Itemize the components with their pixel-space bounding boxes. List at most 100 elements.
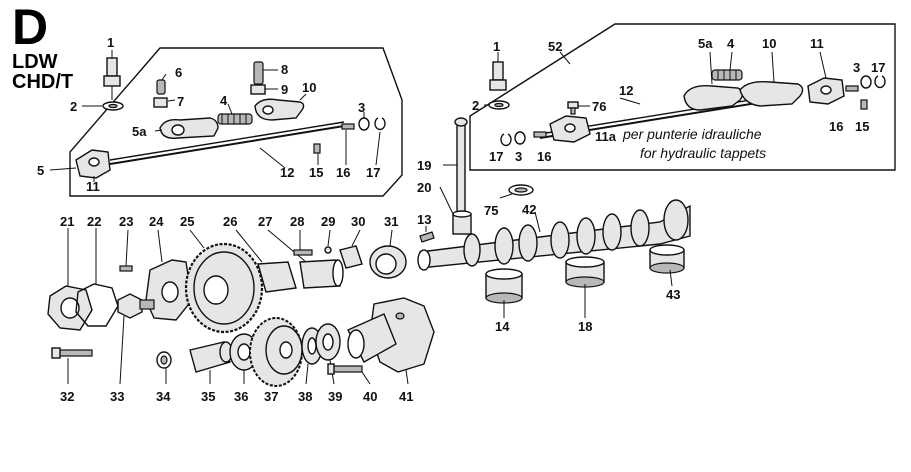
bushing-43 [649, 244, 685, 287]
bolt-1-left [103, 50, 121, 87]
ball-29 [324, 246, 332, 254]
callout-6: 6 [175, 65, 183, 80]
callout-11-right: 11 [810, 36, 824, 51]
callout-11-left: 11 [86, 179, 100, 194]
callout-29: 29 [321, 214, 336, 229]
callout-1-right: 1 [493, 39, 501, 54]
callout-75: 75 [484, 203, 499, 218]
callout-14: 14 [495, 319, 510, 334]
callout-43: 43 [666, 287, 681, 302]
callout-76: 76 [592, 99, 607, 114]
model-line-2: CHD/T [12, 71, 74, 93]
callout-33: 33 [110, 389, 125, 404]
note-english: for hydraulic tappets [640, 145, 767, 161]
callout-40: 40 [363, 389, 378, 404]
screw-32 [57, 349, 93, 357]
callout-8: 8 [281, 62, 289, 77]
callout-37: 37 [264, 389, 279, 404]
callout-13: 13 [417, 212, 432, 227]
callout-16-left: 16 [336, 165, 351, 180]
shaft-35 [189, 341, 233, 384]
rocker-arm-10-left [254, 98, 305, 121]
callout-4-left: 4 [220, 93, 228, 108]
callout-3-lower: 3 [515, 149, 523, 164]
callout-5: 5 [37, 163, 45, 178]
callout-15-left: 15 [309, 165, 324, 180]
bushing-18 [565, 256, 605, 318]
screw-15-right [860, 99, 868, 110]
screw-40 [331, 365, 363, 373]
bearing-31 [369, 229, 407, 279]
callout-17-lower: 17 [489, 149, 504, 164]
ring-17-right [874, 75, 886, 89]
callout-25: 25 [180, 214, 195, 229]
washer-3-right [860, 75, 872, 89]
rocker-shaft-12-left [109, 125, 345, 165]
gear-37 [249, 317, 303, 387]
callout-5a-left: 5a [132, 124, 147, 139]
callout-12-right: 12 [619, 83, 634, 98]
callout-15-right: 15 [855, 119, 870, 134]
callout-7: 7 [177, 94, 185, 109]
callout-32: 32 [60, 389, 75, 404]
screw-28 [293, 249, 313, 256]
pin-16-left [341, 123, 355, 130]
camshaft-42 [417, 199, 691, 271]
callout-17-left: 17 [366, 165, 381, 180]
callout-20: 20 [417, 180, 432, 195]
callout-30: 30 [351, 214, 366, 229]
screw-8 [253, 61, 264, 85]
callout-22: 22 [87, 214, 102, 229]
screw-15-left [313, 143, 321, 154]
spring-4-left [217, 103, 253, 125]
left-group-frame [69, 47, 403, 197]
callout-1-left: 1 [107, 35, 115, 50]
model-line-1: LDW [12, 51, 58, 73]
gasket-22 [75, 283, 119, 327]
push-rod-19 [456, 123, 466, 225]
callout-36: 36 [234, 389, 249, 404]
screw-23 [119, 265, 133, 272]
bushing-14 [485, 268, 523, 318]
section-letter: D [12, 0, 49, 55]
callout-26: 26 [223, 214, 238, 229]
pin-16-lower [533, 131, 547, 138]
callout-2-left: 2 [70, 99, 78, 114]
nut-7 [153, 97, 168, 108]
callout-18: 18 [578, 319, 593, 334]
ring-17-left [374, 117, 386, 131]
key-13 [419, 231, 435, 243]
callout-34: 34 [156, 389, 171, 404]
callout-3-right: 3 [853, 60, 861, 75]
sleeve-26 [235, 229, 297, 293]
bolt-1-right [492, 61, 504, 81]
callout-10-left: 10 [302, 80, 317, 95]
washer-3-left [358, 117, 370, 131]
callout-41: 41 [399, 389, 414, 404]
right-group-frame [469, 23, 896, 171]
callout-3-left: 3 [358, 100, 366, 115]
pin-16-right [845, 85, 859, 92]
ring-17-lower [500, 133, 512, 147]
callout-27: 27 [258, 214, 273, 229]
callout-39: 39 [328, 389, 343, 404]
rocker-arm-5a [159, 117, 219, 139]
spring-4-right [711, 69, 743, 81]
callout-16-right: 16 [829, 119, 844, 134]
plate-30 [339, 245, 363, 269]
callout-10-right: 10 [762, 36, 777, 51]
callout-42: 42 [522, 202, 537, 217]
nut-9 [250, 84, 266, 95]
rocker-arm-10-right [739, 80, 804, 107]
callout-4-right: 4 [727, 36, 735, 51]
callout-21: 21 [60, 214, 75, 229]
callout-23: 23 [119, 214, 134, 229]
bolt-33 [117, 293, 155, 385]
callout-17-right: 17 [871, 60, 886, 75]
callout-12-left: 12 [280, 165, 295, 180]
screw-76 [567, 101, 579, 109]
washer-3-lower [514, 131, 526, 145]
callout-16-lower: 16 [537, 149, 552, 164]
callout-38: 38 [298, 389, 313, 404]
